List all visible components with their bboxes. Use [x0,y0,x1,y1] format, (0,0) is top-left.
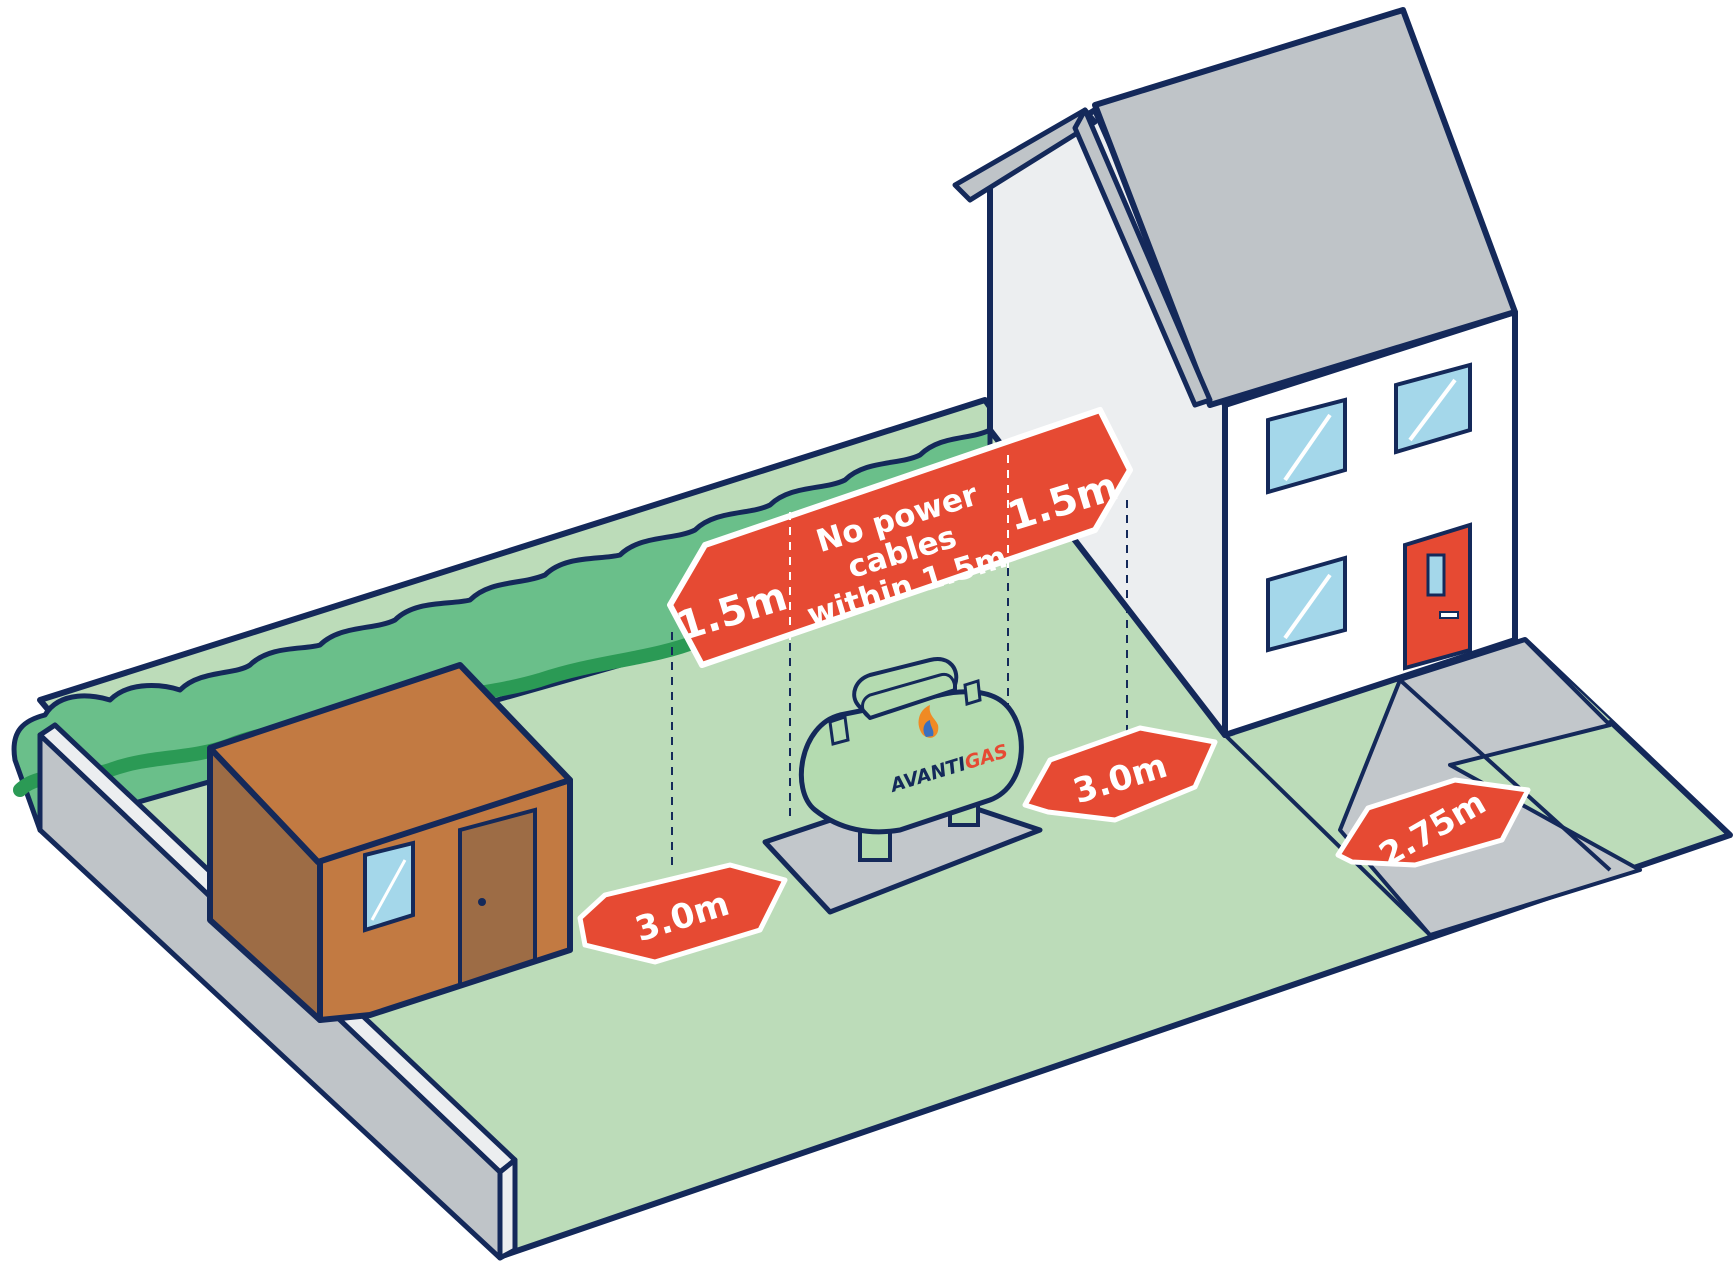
house-icon [952,7,1518,738]
lpg-tank-icon: AVANTIGAS [798,657,1024,862]
shed-distance-label: 3.0m [577,862,788,965]
flame-logo-icon [918,705,939,738]
window [1266,555,1347,653]
power-cable-clearance-banner: 1.5m 1.5m No power cables within 1.5m [667,407,1133,668]
house-distance-label: 3.0m [1022,725,1218,823]
front-door [1403,522,1472,671]
window [1394,362,1472,455]
garden-shed-icon [207,662,573,1023]
boundary-distance-label: 2.75m [1335,777,1531,874]
window [1266,397,1347,495]
